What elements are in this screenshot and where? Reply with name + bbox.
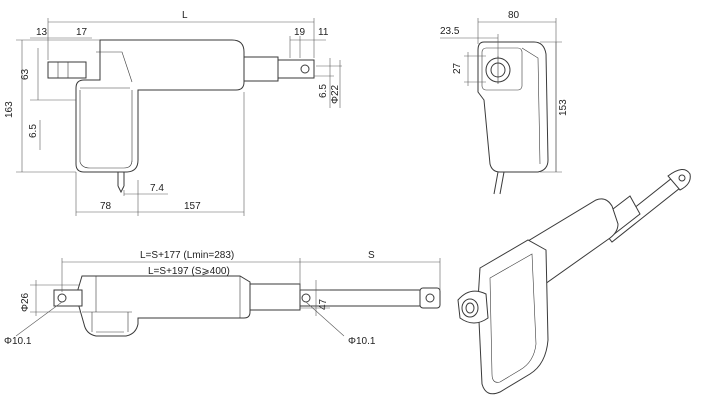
front-rod-hole [300, 64, 310, 74]
plan-housing [75, 275, 251, 337]
dim-stroke: S [368, 250, 375, 261]
hole-right-diameter: Φ10.1 [348, 336, 376, 347]
dim-163: 163 [4, 101, 15, 118]
formula-1: L=S+177 (Lmin=283) [140, 250, 234, 261]
front-gear-edge [96, 51, 133, 83]
dim-78: 78 [100, 201, 112, 212]
isometric-view [457, 169, 691, 395]
front-rear-clevis [47, 61, 87, 79]
dim-63: 63 [20, 68, 31, 80]
plan-rod-end [419, 287, 441, 309]
dim-153: 153 [558, 99, 569, 116]
dim-19: 19 [294, 27, 306, 38]
dim-11: 11 [318, 27, 329, 38]
plan-piston-tube [249, 283, 301, 311]
front-motor-outline [79, 87, 133, 169]
dim-6-5-left: 6.5 [28, 124, 39, 138]
iso-motor-housing [477, 239, 549, 395]
dim-17: 17 [76, 27, 88, 38]
dim-23-5: 23.5 [440, 26, 460, 37]
front-housing [75, 39, 245, 173]
dim-6-5-right: 6.5 [318, 84, 329, 98]
dim-157: 157 [184, 201, 201, 212]
front-piston-rod [243, 56, 279, 82]
dim-7-4: 7.4 [150, 183, 164, 194]
dim-47: 47 [318, 298, 329, 310]
plan-rod-hole [425, 293, 435, 303]
plan-view: L=S+177 (Lmin=283) L=S+197 (S⩾400) S Φ26… [4, 250, 441, 347]
side-housing [477, 41, 549, 173]
side-view: 80 23.5 27 153 [440, 10, 569, 195]
front-view: L 13 17 19 11 63 163 6.5 6.5 Φ22 7.4 78 … [4, 10, 342, 216]
dim-diameter-22: Φ22 [330, 84, 341, 104]
side-cable [493, 171, 505, 195]
formula-2: L=S+197 (S⩾400) [148, 266, 230, 277]
dim-27: 27 [452, 62, 463, 74]
hole-left-diameter: Φ10.1 [4, 336, 32, 347]
dim-diameter-26: Φ26 [20, 292, 31, 312]
dim-13: 13 [36, 27, 48, 38]
front-cable [117, 172, 125, 194]
dim-80: 80 [508, 10, 520, 21]
dim-length: L [182, 10, 188, 21]
